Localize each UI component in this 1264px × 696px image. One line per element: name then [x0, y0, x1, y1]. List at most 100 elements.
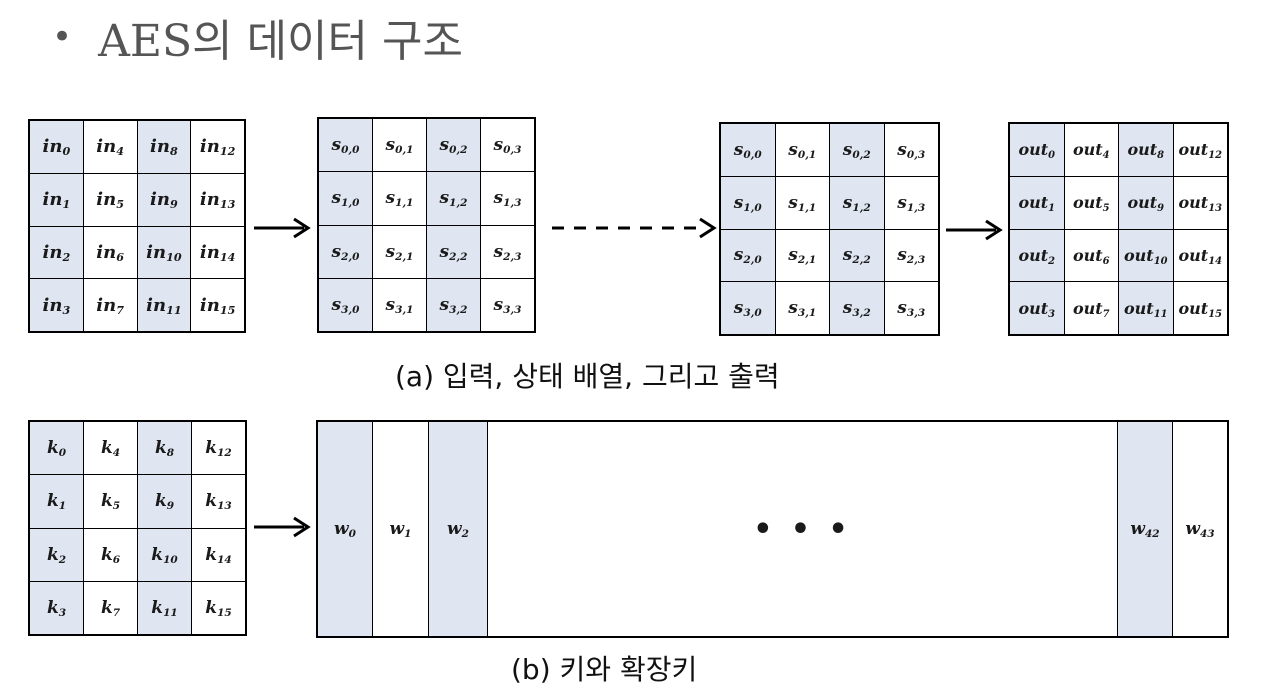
state-start-cell-text: s1,0: [331, 188, 360, 210]
input-cell: in12: [191, 121, 244, 173]
output-cell: out14: [1173, 229, 1227, 282]
input-cell-text: in15: [199, 294, 236, 317]
output-cell-text: out7: [1072, 298, 1110, 320]
state-start-cell-text: s0,3: [493, 135, 522, 157]
input-cell-text: in4: [96, 136, 124, 159]
key-cell-text: k1: [46, 491, 67, 513]
arrow-state-to-output: [946, 219, 1003, 241]
output-cell: out2: [1010, 229, 1064, 282]
input-cell: in6: [83, 226, 137, 279]
caption-b: (b) 키와 확장키: [511, 653, 698, 686]
key-cell: k5: [84, 475, 137, 528]
output-cell-text: out11: [1124, 298, 1168, 320]
output-cell: out4: [1064, 124, 1118, 176]
output-cell: out6: [1064, 229, 1118, 282]
state-start-cell: s3,3: [481, 278, 534, 331]
key-cell: k15: [192, 581, 245, 634]
input-cell: in9: [137, 173, 191, 226]
state-start-cell-text: s2,1: [385, 241, 414, 263]
state-end-cell: s0,0: [721, 124, 775, 176]
key-cell-text: k5: [100, 491, 121, 513]
input-cell-text: in12: [199, 136, 236, 159]
state-start-cell: s0,3: [481, 119, 534, 172]
key-cell: k3: [30, 581, 83, 634]
output-cell-text: out2: [1018, 245, 1056, 267]
state-start-cell: s3,1: [373, 278, 426, 331]
output-cell: out1: [1010, 176, 1064, 229]
title-text: AES의 데이터 구조: [98, 16, 463, 67]
key-cell-text: k8: [154, 438, 175, 460]
expanded-key-word: w43: [1173, 422, 1227, 636]
state-start-cell-text: s0,2: [439, 135, 468, 157]
key-cell-text: k10: [151, 544, 178, 566]
state-start-cell: s0,0: [319, 119, 372, 172]
key-cell-text: k15: [205, 597, 232, 619]
state-end-cell-text: s2,3: [897, 245, 926, 267]
key-cell-text: k7: [100, 597, 121, 619]
state-start-cell: s2,2: [427, 225, 480, 278]
slide-title: • AES의 데이터 구조: [52, 6, 463, 68]
output-cell-text: out3: [1018, 298, 1056, 320]
input-cell: in15: [191, 279, 244, 331]
output-cell-text: out12: [1178, 140, 1223, 162]
state-start-cell-text: s1,2: [439, 188, 468, 210]
expanded-key-word: w1: [373, 422, 428, 636]
state-end-cell-text: s1,0: [733, 192, 762, 214]
input-cell: in13: [191, 173, 244, 226]
state-start-cell: s0,2: [427, 119, 480, 172]
input-cell-text: in8: [150, 136, 178, 159]
state-start-cell-text: s3,0: [331, 294, 360, 316]
key-cell-text: k2: [46, 544, 67, 566]
state-end-cell: s0,3: [884, 124, 938, 176]
input-cell: in2: [30, 226, 83, 279]
expanded-key-word: w0: [318, 422, 372, 636]
state-end-cell-text: s3,0: [733, 298, 762, 320]
state-end-cell: s2,1: [775, 229, 829, 282]
caption-a: (a) 입력, 상태 배열, 그리고 출력: [395, 360, 780, 393]
state-end-cell: s3,1: [775, 282, 829, 334]
output-cell: out11: [1119, 282, 1173, 334]
state-start-cell: s0,1: [373, 119, 426, 172]
expanded-key-word-text: w2: [447, 519, 469, 540]
state-end-cell-text: s2,2: [842, 245, 871, 267]
arrow-input-to-state: [254, 217, 311, 239]
input-cell-text: in11: [146, 294, 182, 317]
output-cell-text: out4: [1072, 140, 1110, 162]
state-end-cell-text: s3,1: [788, 298, 817, 320]
state-start-cell-text: s1,1: [385, 188, 414, 210]
input-cell: in4: [83, 121, 137, 173]
output-cell: out13: [1173, 176, 1227, 229]
key-cell-text: k9: [154, 491, 175, 513]
input-cell-text: in0: [42, 136, 71, 159]
input-cell-text: in3: [42, 294, 71, 317]
key-cell-text: k12: [205, 438, 232, 460]
output-cell: out7: [1064, 282, 1118, 334]
state-start-cell-text: s3,1: [385, 294, 414, 316]
output-cell: out15: [1173, 282, 1227, 334]
output-cell-text: out0: [1018, 140, 1056, 162]
state-end-cell-text: s1,3: [897, 192, 926, 214]
state-end-cell-text: s0,1: [788, 139, 817, 161]
state-end-cell: s0,2: [830, 124, 884, 176]
input-cell-text: in2: [42, 241, 71, 264]
state-end-cell: s1,3: [884, 176, 938, 229]
state-start-cell: s2,1: [373, 225, 426, 278]
arrow-key-to-expanded: [254, 516, 311, 538]
state-end-cell-text: s1,1: [788, 192, 817, 214]
key-cell: k13: [192, 475, 245, 528]
key-cell: k1: [30, 475, 83, 528]
state-end-cell-text: s1,2: [842, 192, 871, 214]
state-end-cell: s3,3: [884, 282, 938, 334]
key-cell: k12: [192, 422, 245, 475]
ellipsis-text: • • •: [753, 511, 852, 547]
output-cell-text: out15: [1178, 298, 1223, 320]
output-cell-text: out8: [1127, 140, 1165, 162]
input-cell-text: in1: [42, 189, 71, 212]
state-start-cell-text: s2,0: [331, 241, 360, 263]
key-cell-text: k11: [151, 597, 178, 619]
key-cell: k9: [138, 475, 191, 528]
state-end-cell: s2,2: [830, 229, 884, 282]
state-start-cell: s3,0: [319, 278, 372, 331]
